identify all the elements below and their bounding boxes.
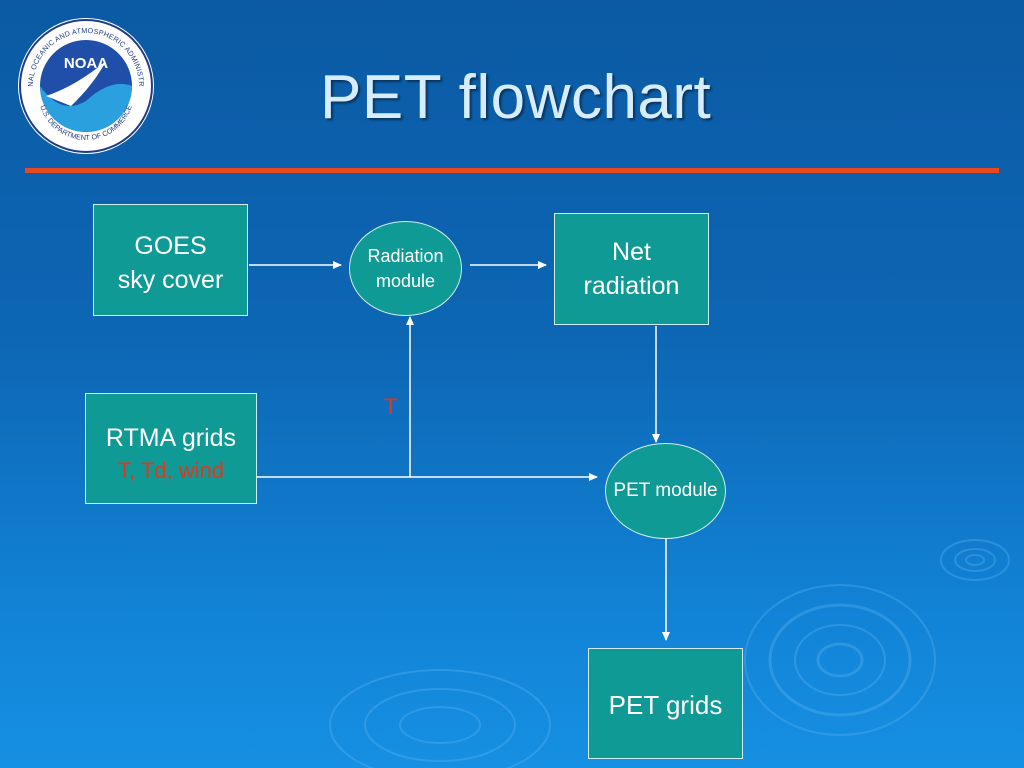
- sky-cover-label: sky cover: [117, 266, 224, 294]
- pet-module-label: PET module: [613, 480, 718, 501]
- rtma-grids-box: RTMA grids T, Td, wind: [85, 393, 257, 504]
- rtma-variables-label: T, Td, wind: [118, 458, 224, 483]
- net-label: Net: [612, 238, 651, 266]
- rtma-grids-label: RTMA grids: [105, 424, 237, 452]
- logo-wordmark: NOAA: [64, 55, 108, 72]
- pet-module-node: PET module: [605, 443, 726, 539]
- goes-label: GOES: [134, 232, 207, 260]
- module-label: module: [375, 270, 436, 291]
- noaa-logo: NOAA NATIONAL OCEANIC AND ATMOSPHERIC AD…: [16, 16, 154, 154]
- goes-sky-cover-box: GOES sky cover: [93, 204, 248, 316]
- pet-grids-label: PET grids: [608, 690, 723, 720]
- radiation-label: Radiation: [367, 245, 444, 266]
- pet-grids-box: PET grids: [588, 648, 743, 759]
- radiation-module-node: Radiation module: [349, 221, 462, 316]
- net-radiation-box: Net radiation: [554, 213, 709, 325]
- title-divider: [25, 168, 999, 173]
- radiation-output-label: radiation: [583, 272, 680, 300]
- edge-label-t: T: [384, 394, 398, 419]
- slide-title: PET flowchart: [320, 63, 712, 132]
